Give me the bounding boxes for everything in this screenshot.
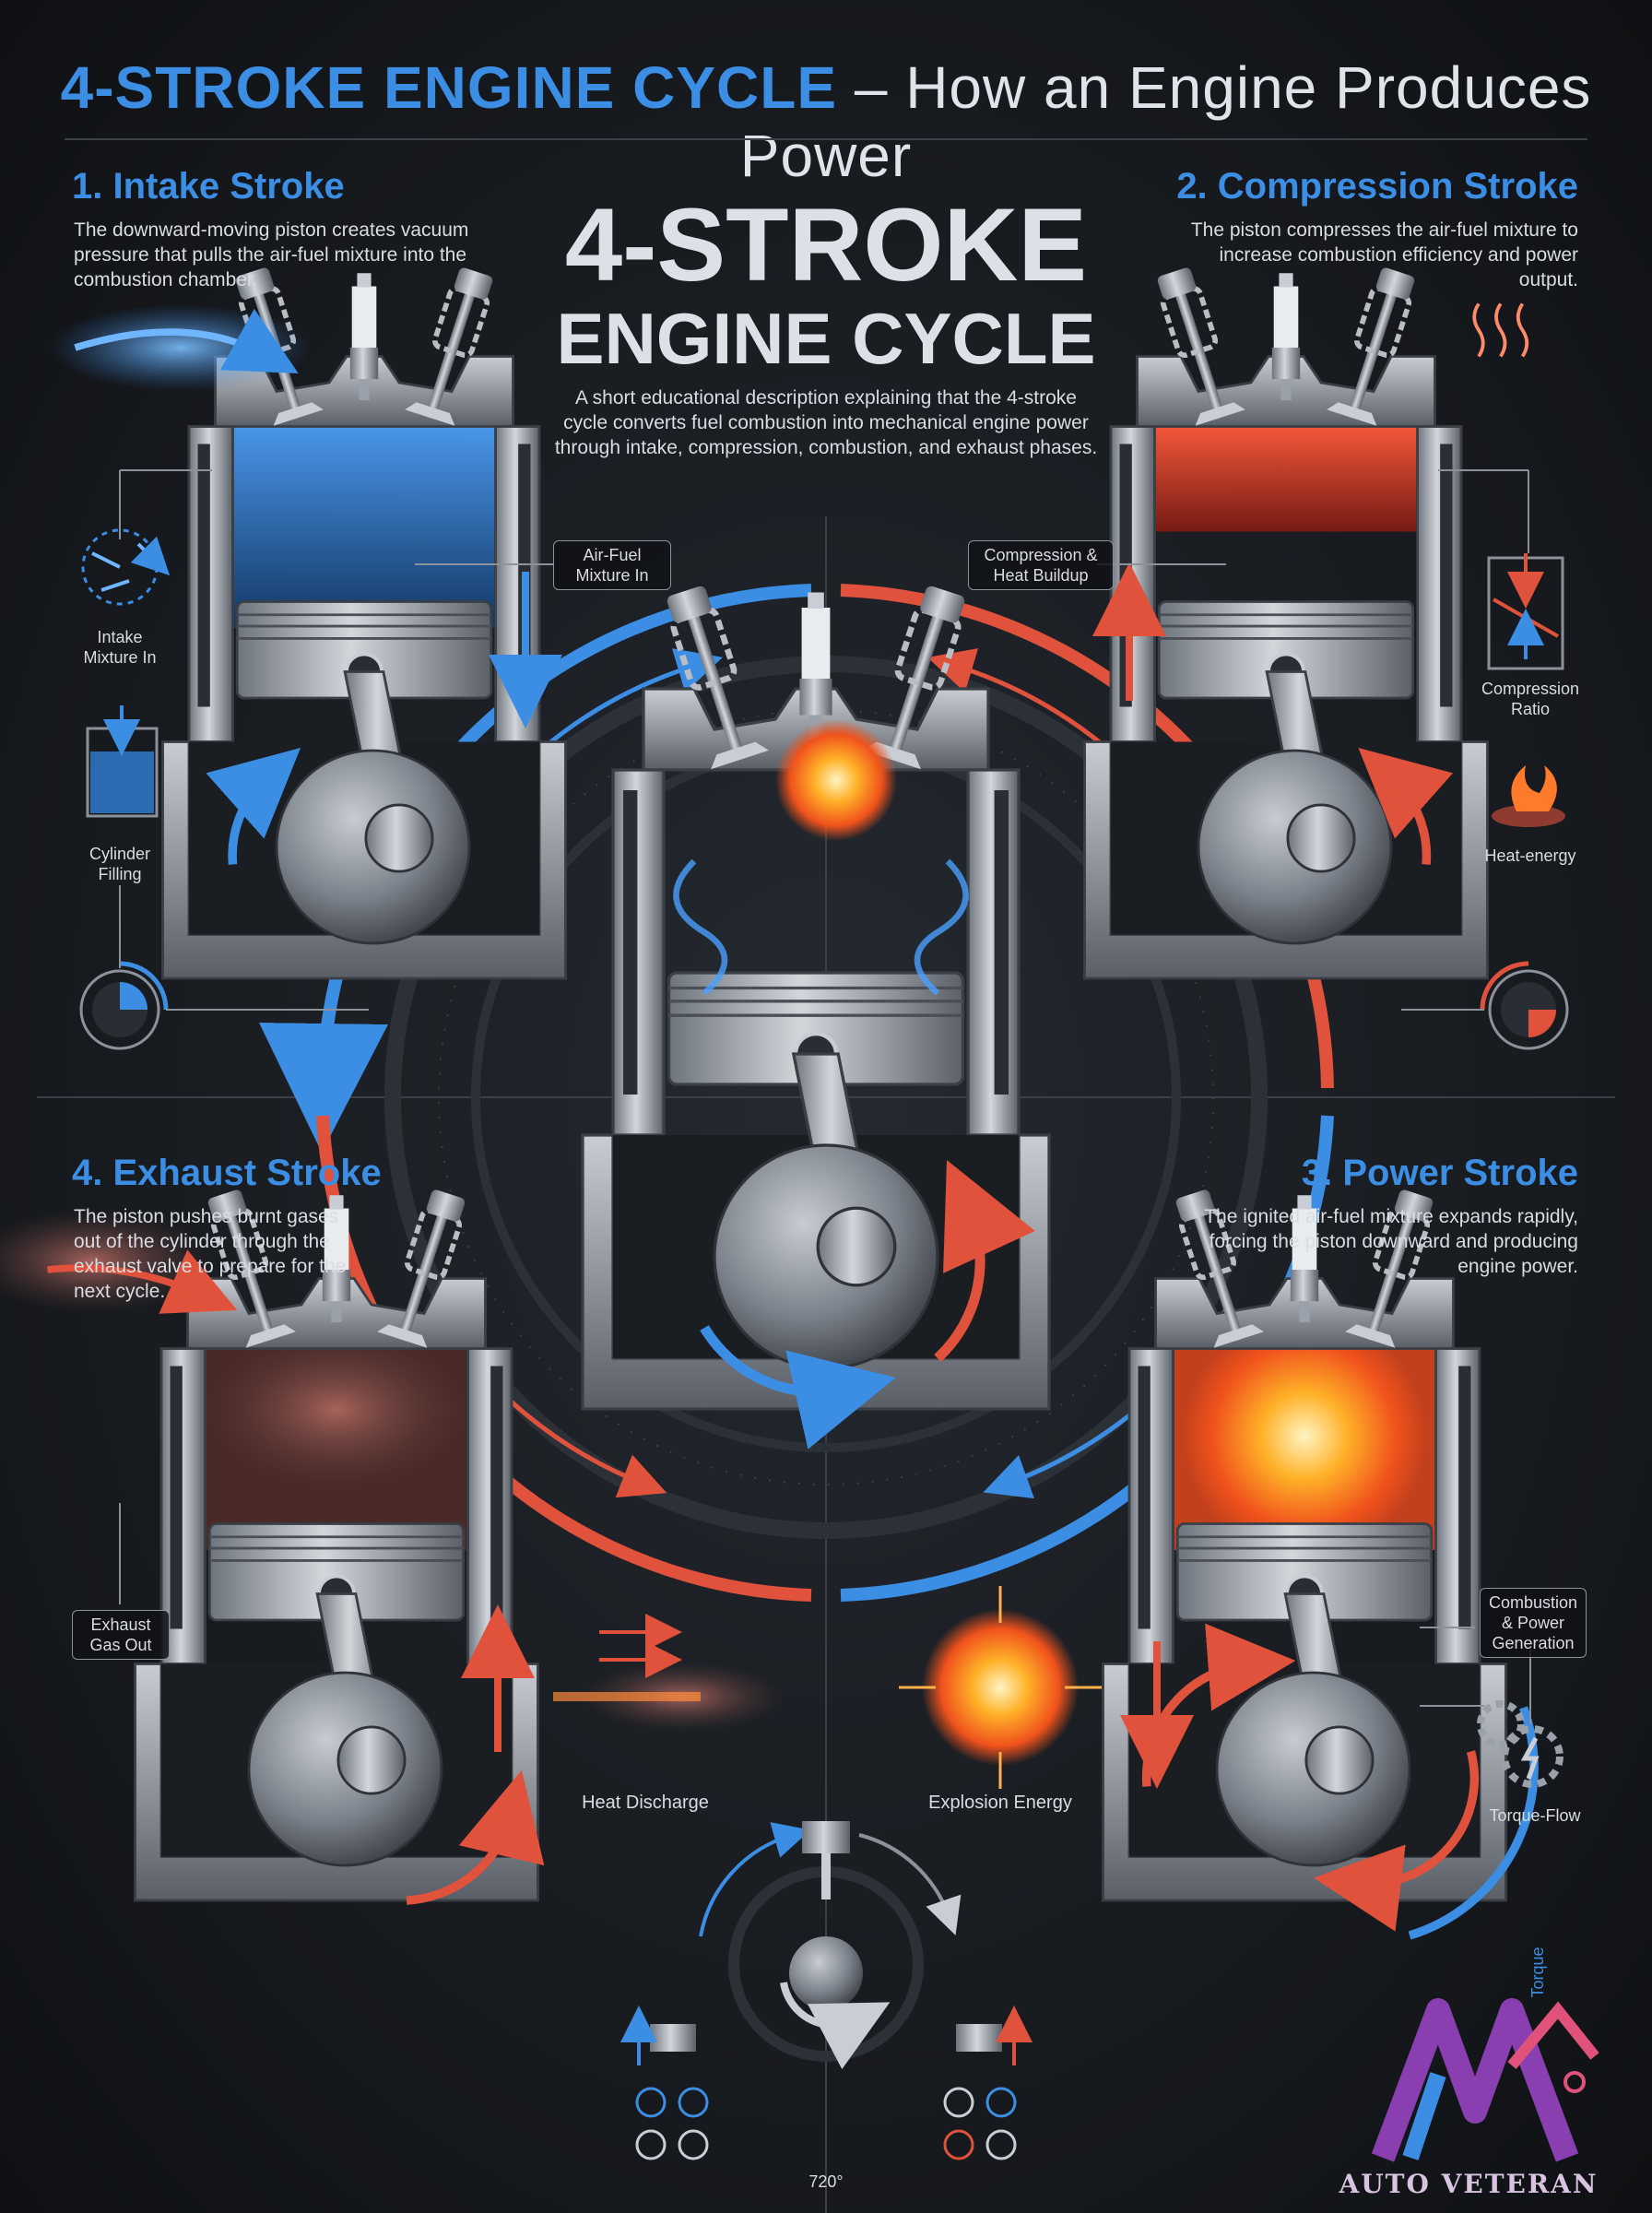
air-fuel-mixture-label: Air-Fuel Mixture In [553, 540, 671, 590]
combustion-power-label: Combustion & Power Generation [1480, 1588, 1587, 1658]
heat-discharge-label: Heat Discharge [582, 1793, 709, 1813]
heat-energy-icon [1492, 765, 1565, 827]
intake-stroke-description: The downward-moving piston creates vacuu… [74, 219, 469, 290]
center-description: A short educational description explaini… [554, 387, 1098, 458]
torque-flow-label: Torque-Flow [1489, 1806, 1581, 1825]
compression-ratio-icon [1487, 553, 1564, 670]
center-title: 4-STROKE ENGINE CYCLE [516, 194, 1136, 380]
power-stroke-description: The ignited air-fuel mixture expands rap… [1204, 1206, 1578, 1277]
cylinder-filling-icon [86, 705, 159, 818]
center-title-line2: ENGINE CYCLE [556, 298, 1096, 379]
compression-gauge-icon [1480, 961, 1569, 1050]
center-title-line1: 4-STROKE [564, 187, 1088, 302]
power-stroke-title: 3. Power Stroke [1301, 1153, 1578, 1193]
intake-gauge-icon [79, 961, 169, 1050]
page-title-accent: 4-STROKE ENGINE CYCLE [60, 54, 838, 121]
intake-stroke-title: 1. Intake Stroke [72, 166, 345, 207]
torque-label: Torque [1528, 1947, 1547, 1998]
explosion-energy-label: Explosion Energy [928, 1793, 1072, 1813]
page-title: 4-STROKE ENGINE CYCLE – How an Engine Pr… [0, 53, 1652, 190]
cylinder-filling-label: Cylinder Filling [88, 845, 151, 883]
intake-mixture-label: Intake Mixture In [83, 628, 157, 667]
gear-icons [1477, 1700, 1564, 1788]
page-title-rest: – How an Engine Produces Power [739, 54, 1592, 189]
degrees-label: 720° [808, 2172, 844, 2191]
compression-ratio-label: Compression Ratio [1481, 680, 1580, 718]
center-engine-illustration [583, 582, 1049, 1450]
intake-swirl-icon [81, 528, 157, 606]
heat-energy-label: Heat-energy [1484, 846, 1576, 865]
mini-cycle-diagram [620, 1821, 1032, 2160]
compression-engine-illustration [1085, 264, 1529, 978]
compression-stroke-title: 2. Compression Stroke [1176, 166, 1578, 207]
exhaust-stroke-title: 4. Exhaust Stroke [72, 1153, 382, 1193]
compression-stroke-description: The piston compresses the air-fuel mixtu… [1190, 219, 1578, 290]
exhaust-stroke-description: The piston pushes burnt gases out of the… [74, 1206, 347, 1302]
title-divider [65, 138, 1587, 140]
power-engine-illustration [1103, 1186, 1539, 1940]
auto-veteran-logo [1371, 1998, 1599, 2162]
exhaust-gas-label: Exhaust Gas Out [72, 1610, 170, 1660]
compression-heat-label: Compression & Heat Buildup [968, 540, 1114, 590]
exhaust-engine-illustration [0, 1186, 545, 1905]
intake-engine-illustration [48, 264, 566, 978]
logo-name: AUTO VETERAN [1339, 2169, 1599, 2199]
